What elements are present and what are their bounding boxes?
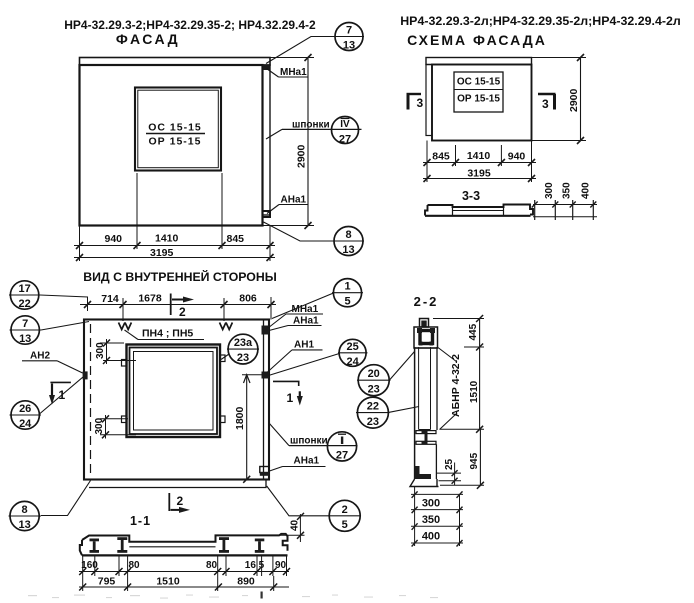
svg-text:1678: 1678 — [138, 293, 162, 305]
svg-text:шпонки: шпонки — [290, 435, 328, 446]
svg-text:7: 7 — [346, 25, 352, 37]
svg-text:300: 300 — [422, 498, 440, 510]
svg-text:940: 940 — [105, 233, 123, 245]
svg-text:80: 80 — [128, 560, 140, 571]
svg-text:945: 945 — [469, 452, 480, 469]
svg-text:90: 90 — [275, 560, 287, 571]
svg-text:2: 2 — [177, 494, 184, 508]
svg-text:АНа1: АНа1 — [294, 456, 320, 467]
svg-text:ПН4 ; ПН5: ПН4 ; ПН5 — [142, 328, 193, 340]
svg-text:13: 13 — [343, 40, 355, 52]
svg-text:845: 845 — [227, 233, 245, 245]
svg-text:13: 13 — [19, 333, 31, 345]
svg-text:24: 24 — [346, 356, 359, 368]
svg-text:шпонки: шпонки — [292, 119, 330, 130]
svg-text:ОС 15-15: ОС 15-15 — [457, 77, 501, 88]
svg-text:3: 3 — [417, 96, 424, 110]
svg-text:АНа1: АНа1 — [293, 316, 319, 327]
svg-text:26: 26 — [19, 403, 31, 415]
svg-text:23а: 23а — [234, 337, 253, 349]
svg-text:ОР 15-15: ОР 15-15 — [149, 136, 202, 148]
svg-text:940: 940 — [508, 151, 526, 163]
svg-text:350: 350 — [562, 182, 573, 199]
svg-text:24: 24 — [19, 418, 32, 430]
svg-text:1410: 1410 — [155, 233, 179, 245]
svg-text:890: 890 — [237, 576, 255, 588]
svg-text:80: 80 — [206, 560, 218, 571]
svg-text:400: 400 — [581, 182, 592, 199]
svg-text:3195: 3195 — [150, 247, 174, 259]
svg-text:806: 806 — [239, 293, 257, 305]
svg-text:23: 23 — [237, 352, 249, 364]
svg-text:IV: IV — [340, 119, 350, 130]
svg-text:3195: 3195 — [467, 168, 491, 180]
svg-text:СХЕМА ФАСАДА: СХЕМА ФАСАДА — [407, 32, 547, 48]
svg-text:2-2: 2-2 — [414, 294, 439, 309]
svg-text:17: 17 — [18, 283, 30, 295]
svg-text:795: 795 — [98, 576, 116, 588]
svg-text:АН1: АН1 — [294, 340, 314, 351]
svg-text:МНа1: МНа1 — [280, 67, 307, 78]
svg-text:АБНР 4-32-2: АБНР 4-32-2 — [450, 354, 462, 417]
svg-text:300: 300 — [94, 417, 105, 434]
svg-text:ОС 15-15: ОС 15-15 — [148, 122, 202, 134]
svg-text:20: 20 — [368, 368, 380, 380]
svg-text:25: 25 — [346, 341, 358, 353]
svg-text:13: 13 — [18, 519, 30, 531]
svg-text:27: 27 — [339, 134, 351, 146]
svg-text:300: 300 — [95, 342, 106, 359]
svg-text:3: 3 — [542, 97, 549, 111]
svg-text:1: 1 — [344, 281, 350, 293]
svg-text:23: 23 — [367, 416, 379, 428]
svg-text:16 5: 16 5 — [245, 560, 265, 571]
svg-text:350: 350 — [422, 514, 440, 526]
svg-text:7: 7 — [22, 318, 28, 330]
svg-text:13: 13 — [342, 244, 354, 256]
svg-text:714: 714 — [101, 293, 119, 305]
svg-text:ФАСАД: ФАСАД — [116, 31, 180, 47]
svg-text:ОР 15-15: ОР 15-15 — [457, 94, 500, 105]
svg-text:40: 40 — [290, 519, 301, 531]
svg-text:1800: 1800 — [234, 406, 246, 430]
svg-text:1: 1 — [287, 391, 294, 405]
svg-text:МНа1: МНа1 — [292, 304, 319, 315]
svg-text:300: 300 — [544, 182, 555, 199]
svg-text:2900: 2900 — [568, 88, 580, 112]
svg-text:25: 25 — [444, 458, 455, 470]
svg-text:27: 27 — [336, 449, 348, 461]
svg-text:5: 5 — [344, 296, 350, 308]
svg-text:845: 845 — [432, 151, 450, 163]
svg-text:400: 400 — [422, 531, 440, 543]
svg-text:23: 23 — [368, 384, 380, 396]
svg-text:22: 22 — [18, 298, 30, 310]
svg-text:1510: 1510 — [156, 576, 180, 588]
svg-text:5: 5 — [342, 519, 348, 531]
svg-text:НР4-32.29.3-2л;НР4-32.29.35-2л: НР4-32.29.3-2л;НР4-32.29.35-2л;НР4-32.29… — [400, 14, 681, 28]
svg-text:1-1: 1-1 — [130, 514, 151, 528]
svg-text:3-3: 3-3 — [462, 189, 480, 203]
svg-text:НР4-32.29.3-2;НР4-32.29.35-2;: НР4-32.29.3-2;НР4-32.29.35-2; НР4.32.29.… — [64, 18, 316, 32]
svg-text:2900: 2900 — [296, 144, 308, 168]
svg-text:1410: 1410 — [467, 150, 491, 162]
svg-text:8: 8 — [345, 229, 351, 241]
svg-text:1510: 1510 — [469, 380, 480, 403]
svg-text:2: 2 — [179, 305, 186, 319]
svg-text:АН2: АН2 — [30, 351, 50, 362]
svg-text:АНа1: АНа1 — [281, 195, 307, 206]
svg-text:160: 160 — [81, 560, 98, 571]
svg-text:22: 22 — [367, 401, 379, 413]
svg-text:8: 8 — [22, 504, 28, 516]
svg-text:2: 2 — [342, 504, 348, 516]
svg-text:445: 445 — [468, 323, 479, 340]
svg-text:ВИД С ВНУТРЕННЕЙ СТОРОНЫ: ВИД С ВНУТРЕННЕЙ СТОРОНЫ — [83, 269, 277, 284]
